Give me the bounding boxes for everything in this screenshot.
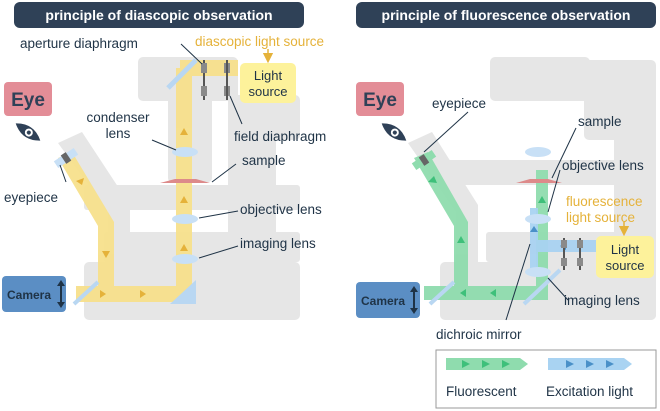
legend-excitation-label: Excitation light [546, 384, 633, 399]
left-title: principle of diascopic observation [45, 7, 272, 23]
right-imaging-lens [525, 267, 551, 277]
left-light-source-box [240, 63, 296, 103]
label-left-objective-lens: objective lens [240, 202, 322, 217]
label-condenser: condenser [86, 110, 150, 125]
right-eye-box [356, 82, 404, 116]
label-fluorescence: fluorescence [566, 194, 643, 209]
dichroic-mirror-shape [522, 268, 562, 306]
right-leader-lines [423, 111, 577, 321]
aperture-diaphragm [201, 60, 230, 100]
left-objective-lens [172, 214, 198, 224]
left-mirror-top [166, 58, 198, 90]
right-eyepiece [411, 149, 437, 171]
label-left-imaging-lens: imaging lens [240, 236, 316, 251]
eye-icon [15, 123, 41, 141]
right-panel: principle of fluorescence observation [356, 2, 657, 409]
label-left-eyepiece: eyepiece [4, 190, 58, 205]
label-right-sample: sample [578, 114, 622, 129]
condenser-lens [172, 147, 198, 157]
left-camera-label: Camera [7, 288, 51, 302]
left-prism [170, 280, 196, 304]
left-title-bar [14, 2, 304, 28]
legend: Fluorescent Excitation light [435, 349, 657, 409]
left-mirror-camera [72, 280, 100, 306]
right-eye-label: Eye [363, 90, 397, 111]
right-mirror-camera [428, 280, 456, 306]
label-right-objective-lens: objective lens [562, 158, 644, 173]
left-camera-box [2, 276, 66, 312]
left-sample [160, 179, 210, 183]
left-light-source-label-2: source [248, 84, 287, 99]
right-sample [516, 179, 562, 183]
label-right-eyepiece: eyepiece [432, 96, 486, 111]
right-objective-lens [525, 214, 551, 224]
label-condenser-lens: lens [106, 126, 131, 141]
right-camera-label: Camera [361, 294, 405, 308]
left-eye-box [4, 82, 52, 116]
left-eye-label: Eye [11, 90, 45, 111]
double-arrow-icon [57, 280, 65, 308]
left-imaging-lens [172, 254, 198, 264]
legend-fluorescent-label: Fluorescent [446, 384, 517, 399]
label-fluorescence-light-source: light source [566, 210, 635, 225]
fluorescent-arrows [428, 176, 546, 297]
double-arrow-icon [410, 286, 418, 314]
right-light-source-label: Light [611, 242, 640, 257]
eye-icon [381, 123, 407, 141]
excitation-diaphragm [561, 238, 583, 270]
right-camera-box [356, 282, 420, 318]
right-light-source-label-2: source [605, 258, 644, 273]
left-panel: principle of diascopic observation [2, 2, 326, 320]
label-field-diaphragm: field diaphragm [234, 129, 326, 144]
right-title: principle of fluorescence observation [382, 7, 631, 23]
right-upper-lens [525, 147, 551, 157]
left-light-source-label: Light [254, 68, 283, 83]
label-dichroic-mirror: dichroic mirror [436, 327, 522, 342]
label-diascopic-light-source: diascopic light source [195, 34, 324, 49]
right-light-source-box [596, 236, 654, 278]
label-left-sample: sample [242, 153, 286, 168]
fluorescent-light-path [414, 152, 548, 300]
label-right-imaging-lens: imaging lens [564, 293, 640, 308]
right-title-bar [356, 2, 656, 28]
left-eyepiece [53, 147, 79, 169]
diascopic-arrows [76, 128, 188, 298]
label-aperture-diaphragm: aperture diaphragm [20, 36, 138, 51]
left-leader-lines [59, 43, 243, 259]
